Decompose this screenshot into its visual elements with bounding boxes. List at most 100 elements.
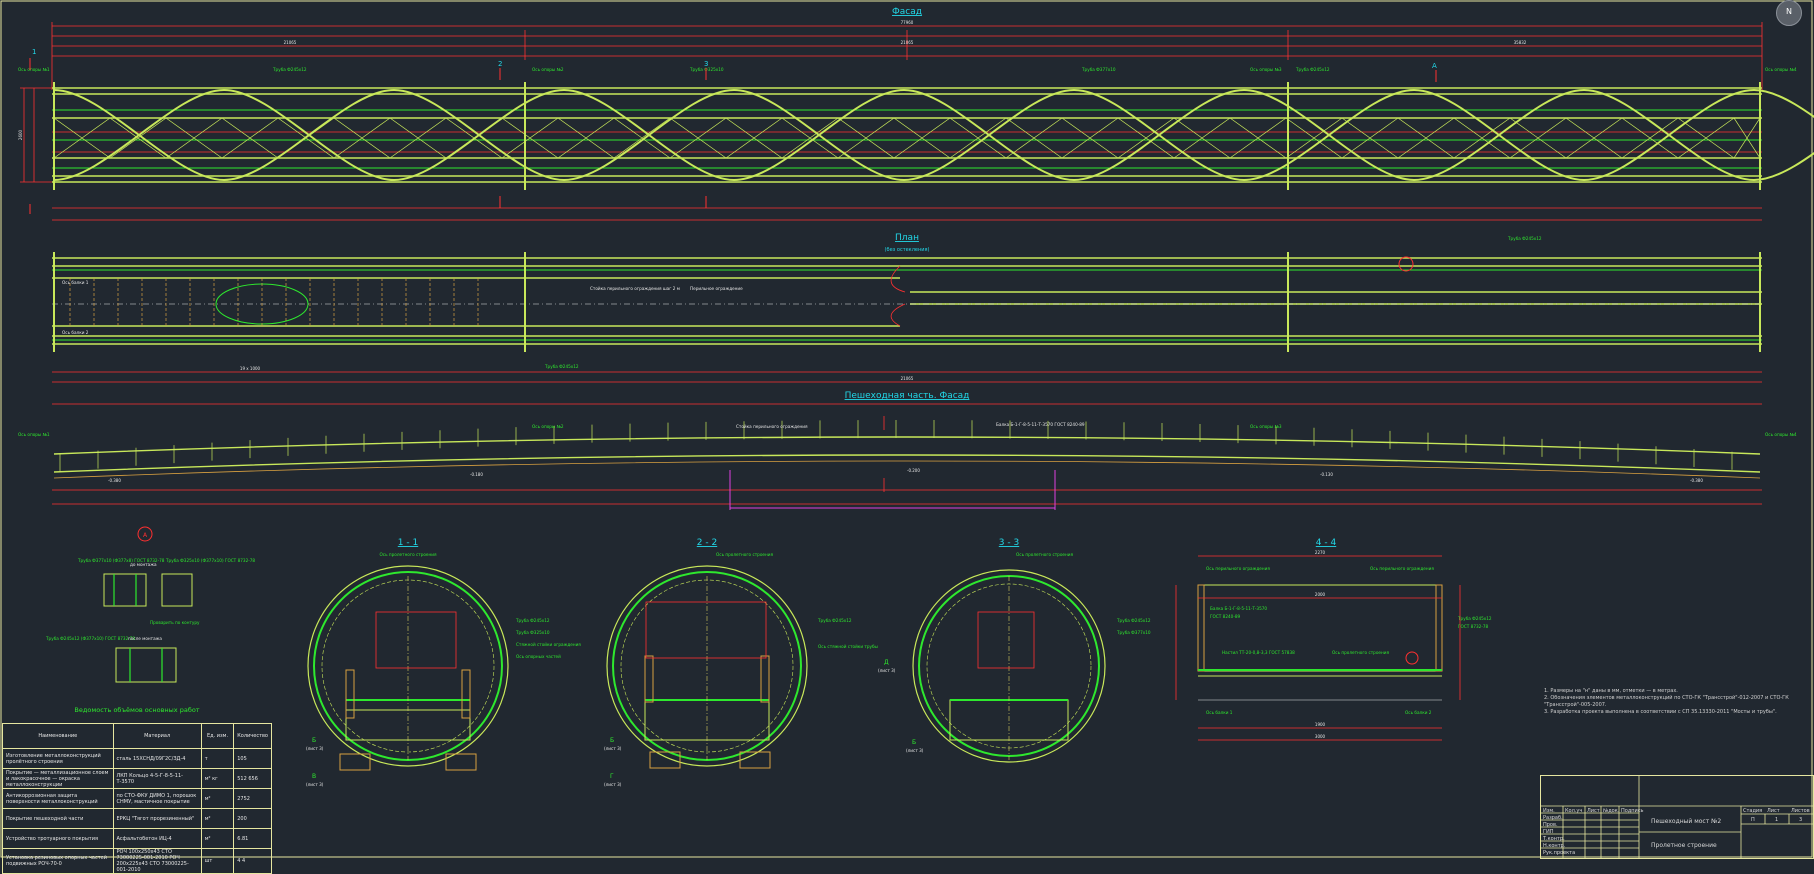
spiral-segment <box>563 89 735 181</box>
volume-row: Антикоррозионная защита поверхности мета… <box>2 788 272 809</box>
plan-green-lines <box>52 269 1762 341</box>
plan-subtitle: (без остекления) <box>885 247 930 253</box>
title-block: Изм. Кол.уч Лист №док. Подпись Разраб. П… <box>1540 775 1814 859</box>
facade-pipe-3: Труба Ф377х10 <box>1081 67 1116 72</box>
section-mark-1: 1 <box>32 48 36 56</box>
plan-detail-circle <box>1398 256 1414 272</box>
volume-cell: сталь 15ХСНД/09Г2С/ЗД-4 <box>112 748 202 769</box>
facade-support-4: Ось опоры №4 <box>1765 67 1797 72</box>
stamp-col-doc: №док. <box>1603 808 1620 814</box>
section-11-r2: Труба Ф325х10 <box>515 630 550 635</box>
brace-segment <box>1061 117 1119 159</box>
volume-cell: 2752 <box>233 788 272 809</box>
section-44-beam2: Ось балки 2 <box>1405 710 1432 715</box>
deck-support-2: Ось опоры №2 <box>532 424 564 429</box>
deck-mid-curve <box>53 454 1761 473</box>
plan-break <box>890 265 906 327</box>
stamp-title: Пешеходный мост №2 <box>1651 818 1722 825</box>
section-33-l2: (лист 3) <box>878 668 896 673</box>
plan-title: План <box>895 233 919 243</box>
section-44-pipe: Труба Ф245х12 <box>1457 616 1492 621</box>
detail-a-circle <box>137 526 153 542</box>
detail-a-mark: А <box>143 532 148 539</box>
spiral-segment <box>733 89 905 181</box>
facade-dim-total: 77960 <box>901 20 914 25</box>
section-22-axis: Ось пролетного строения <box>716 552 773 557</box>
volume-cell: Антикоррозионная защита поверхности мета… <box>2 788 114 809</box>
brace-segment <box>1733 117 1761 159</box>
volume-cell: 105 <box>233 748 272 769</box>
facade-green-chords <box>52 109 1762 169</box>
stamp-col-sign: Подпись <box>1621 808 1644 814</box>
volume-table-header: Наименование Материал Ед. изм. Количеств… <box>2 723 272 749</box>
spiral-segment <box>1413 89 1585 181</box>
facade-dims-top <box>51 22 1763 90</box>
volume-cell: м² <box>200 808 235 829</box>
plan-chords <box>52 257 1762 345</box>
section-33-r2: Труба Ф377х10 <box>1116 630 1151 635</box>
section-44-top-r: Ось перильного ограждения <box>1370 566 1434 571</box>
section-44-dim-bot2: 3000 <box>1315 734 1326 739</box>
section-33-axis: Ось пролетного строения <box>1016 552 1073 557</box>
brace-segment <box>221 117 279 159</box>
volume-cell: 200 <box>233 808 272 829</box>
brace-segment <box>445 117 503 159</box>
spiral-segment <box>1583 89 1755 181</box>
section-44-dim-mid: 2000 <box>1315 592 1326 597</box>
facade-dim-1: 21065 <box>284 40 297 45</box>
volume-cell: Изготовление металлоконструкций пролётно… <box>2 748 114 769</box>
stamp-sheets-head: Листов <box>1791 808 1810 814</box>
view-compass[interactable]: N <box>1776 0 1802 26</box>
section-22-r2: Ось стяжной стойки трубы <box>818 644 878 649</box>
note-1: 1. Размеры на "н" даны в мм, отметки — в… <box>1544 688 1678 694</box>
facade-left-dim: 2600 <box>18 129 23 140</box>
brace-segment <box>949 117 1007 159</box>
spiral-segment <box>1073 89 1245 181</box>
deck-elev-2: -0.180 <box>470 472 483 477</box>
section-11-l2: (лист 3) <box>306 746 324 751</box>
section-44-axis: Ось пролетного строения <box>1332 650 1389 655</box>
section-3-3: 3 - 3 Ось пролетного строения Труба Ф245… <box>878 538 1151 763</box>
section-11-l1: Б <box>312 737 316 744</box>
section-33-l4: (лист 3) <box>906 748 924 753</box>
brace-segment <box>725 117 783 159</box>
facade-pipe-1: Труба Ф245х12 <box>272 67 307 72</box>
section-11-r3: Стяжной стойки ограждения <box>516 642 581 647</box>
section-11-title: 1 - 1 <box>398 538 418 548</box>
facade-truss <box>52 87 1762 183</box>
spiral-segment <box>903 89 1075 181</box>
brace-segment <box>1285 117 1343 159</box>
brace-segment <box>1117 117 1175 159</box>
detail-before: до монтажа <box>130 562 157 567</box>
plan-pipe-2: Труба Ф245х12 <box>544 364 579 369</box>
spiral-segment <box>1753 89 1814 118</box>
detail-pipe-1: Труба Ф377х10 (Ф377х8) ГОСТ 8732-78 <box>77 558 165 563</box>
section-22-r1: Труба Ф245х12 <box>817 618 852 623</box>
stamp-role-2: Пров. <box>1543 822 1558 828</box>
deck-base-curve <box>53 460 1761 479</box>
stamp-stage-head: Стадия <box>1743 808 1763 814</box>
spiral-segment <box>1753 152 1814 181</box>
section-4-4: 4 - 4 Ось перильного ограждения Ось пери… <box>1175 538 1492 741</box>
facade-pipe-4: Труба Ф245х12 <box>1295 67 1330 72</box>
section-44-beam-std: ГОСТ 8240-89 <box>1210 614 1240 619</box>
title-block-grid <box>1541 776 1813 858</box>
brace-segment <box>613 117 671 159</box>
plan-dim-total: 21065 <box>901 376 914 381</box>
facade-dims-left <box>20 87 52 183</box>
brace-segment <box>781 117 839 159</box>
brace-segment <box>669 117 727 159</box>
brace-segment <box>1453 117 1511 159</box>
vol-col-unit: Ед. изм. <box>200 723 235 749</box>
deck-top-curve <box>53 436 1761 455</box>
section-33-l1: Д <box>884 659 889 666</box>
stamp-col-kol: Кол.уч <box>1565 808 1583 814</box>
general-notes: 1. Размеры на "н" даны в мм, отметки — в… <box>1544 688 1814 716</box>
deck-elev-5: -0.380 <box>1690 478 1703 483</box>
deck-elev-4: -0.130 <box>1320 472 1333 477</box>
section-11-r1: Труба Ф245х12 <box>515 618 550 623</box>
brace-segment <box>1397 117 1455 159</box>
vol-col-material: Материал <box>112 723 202 749</box>
